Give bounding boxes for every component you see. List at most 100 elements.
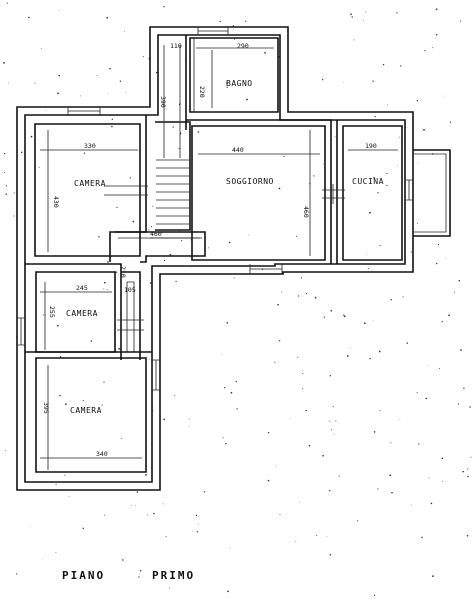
speck xyxy=(295,541,297,543)
speck xyxy=(363,19,364,21)
speck xyxy=(230,391,233,394)
speck xyxy=(351,16,353,18)
speck xyxy=(417,162,419,164)
speck xyxy=(119,80,122,82)
speck xyxy=(7,82,9,84)
speck xyxy=(343,82,345,83)
speck xyxy=(125,92,127,93)
speck xyxy=(389,474,392,477)
speck xyxy=(289,418,291,420)
speck xyxy=(458,279,461,282)
speck xyxy=(111,125,113,128)
room-label-camera-top: CAMERA xyxy=(74,179,106,188)
speck xyxy=(145,474,147,476)
speck xyxy=(155,71,158,74)
speck xyxy=(198,524,200,525)
speck xyxy=(277,303,279,306)
speck xyxy=(163,6,165,8)
dim-220: 220 xyxy=(198,86,206,98)
speck xyxy=(233,277,235,279)
speck xyxy=(306,293,308,295)
speck xyxy=(267,479,270,482)
speck xyxy=(226,82,228,84)
speck xyxy=(264,52,266,54)
speck xyxy=(109,67,111,70)
speck xyxy=(333,433,335,435)
speck xyxy=(4,152,6,155)
speck xyxy=(379,410,381,412)
speck xyxy=(441,457,444,460)
speck xyxy=(188,426,190,428)
speck xyxy=(101,404,103,406)
speck xyxy=(353,39,355,41)
speck xyxy=(181,240,183,242)
speck xyxy=(386,172,388,174)
dim-255: 255 xyxy=(48,306,56,318)
speck xyxy=(314,296,317,299)
speck xyxy=(372,80,374,82)
speck xyxy=(457,403,460,405)
room-label-camera-bottom: CAMERA xyxy=(70,406,102,415)
speck xyxy=(330,310,333,312)
speck xyxy=(196,531,199,533)
speck xyxy=(20,151,23,154)
speck xyxy=(106,289,108,291)
speck xyxy=(329,554,332,556)
speck xyxy=(226,321,229,324)
speck xyxy=(189,418,191,420)
speck xyxy=(195,514,198,517)
speck xyxy=(448,314,450,317)
speck xyxy=(417,223,418,225)
speck xyxy=(467,468,469,470)
speck xyxy=(469,406,471,408)
speck xyxy=(225,443,227,445)
speck xyxy=(232,25,235,27)
room-label-cucina: CUCINA xyxy=(352,177,384,186)
speck xyxy=(276,465,277,467)
speck xyxy=(59,356,62,358)
speck xyxy=(357,520,359,522)
paper-speckles xyxy=(3,2,472,596)
speck xyxy=(83,152,86,154)
speck xyxy=(34,82,36,84)
speck xyxy=(366,253,367,255)
caption-primo: PRIMO xyxy=(152,569,195,582)
speck xyxy=(322,163,324,165)
dim-430: 430 xyxy=(52,196,60,208)
dim-110: 110 xyxy=(170,42,182,50)
speck xyxy=(79,95,81,97)
speck xyxy=(297,356,299,358)
speck xyxy=(122,559,124,561)
speck xyxy=(116,206,118,209)
speck xyxy=(58,74,60,77)
speck xyxy=(5,185,7,187)
speck xyxy=(463,387,465,389)
speck xyxy=(390,442,392,444)
speck xyxy=(16,573,18,575)
speck xyxy=(227,590,229,593)
speck xyxy=(29,525,30,527)
speck xyxy=(445,258,447,259)
speck xyxy=(226,86,228,88)
speck xyxy=(421,536,423,539)
speck xyxy=(103,381,105,383)
speck xyxy=(374,594,376,596)
speck xyxy=(396,12,398,14)
speck xyxy=(163,418,166,421)
speck xyxy=(219,20,221,23)
plan-caption: PIANO PRIMO xyxy=(62,569,195,582)
dim-460-soggiorno: 460 xyxy=(302,206,310,218)
speck xyxy=(467,475,469,478)
speck xyxy=(65,403,67,405)
speck xyxy=(235,380,237,383)
speck xyxy=(299,501,300,503)
speck xyxy=(418,443,420,445)
speck xyxy=(234,38,235,40)
speck xyxy=(329,375,331,377)
speck xyxy=(432,47,434,49)
speck xyxy=(441,481,443,483)
speck xyxy=(172,126,174,128)
speck xyxy=(103,288,105,290)
dim-440: 440 xyxy=(232,146,244,154)
